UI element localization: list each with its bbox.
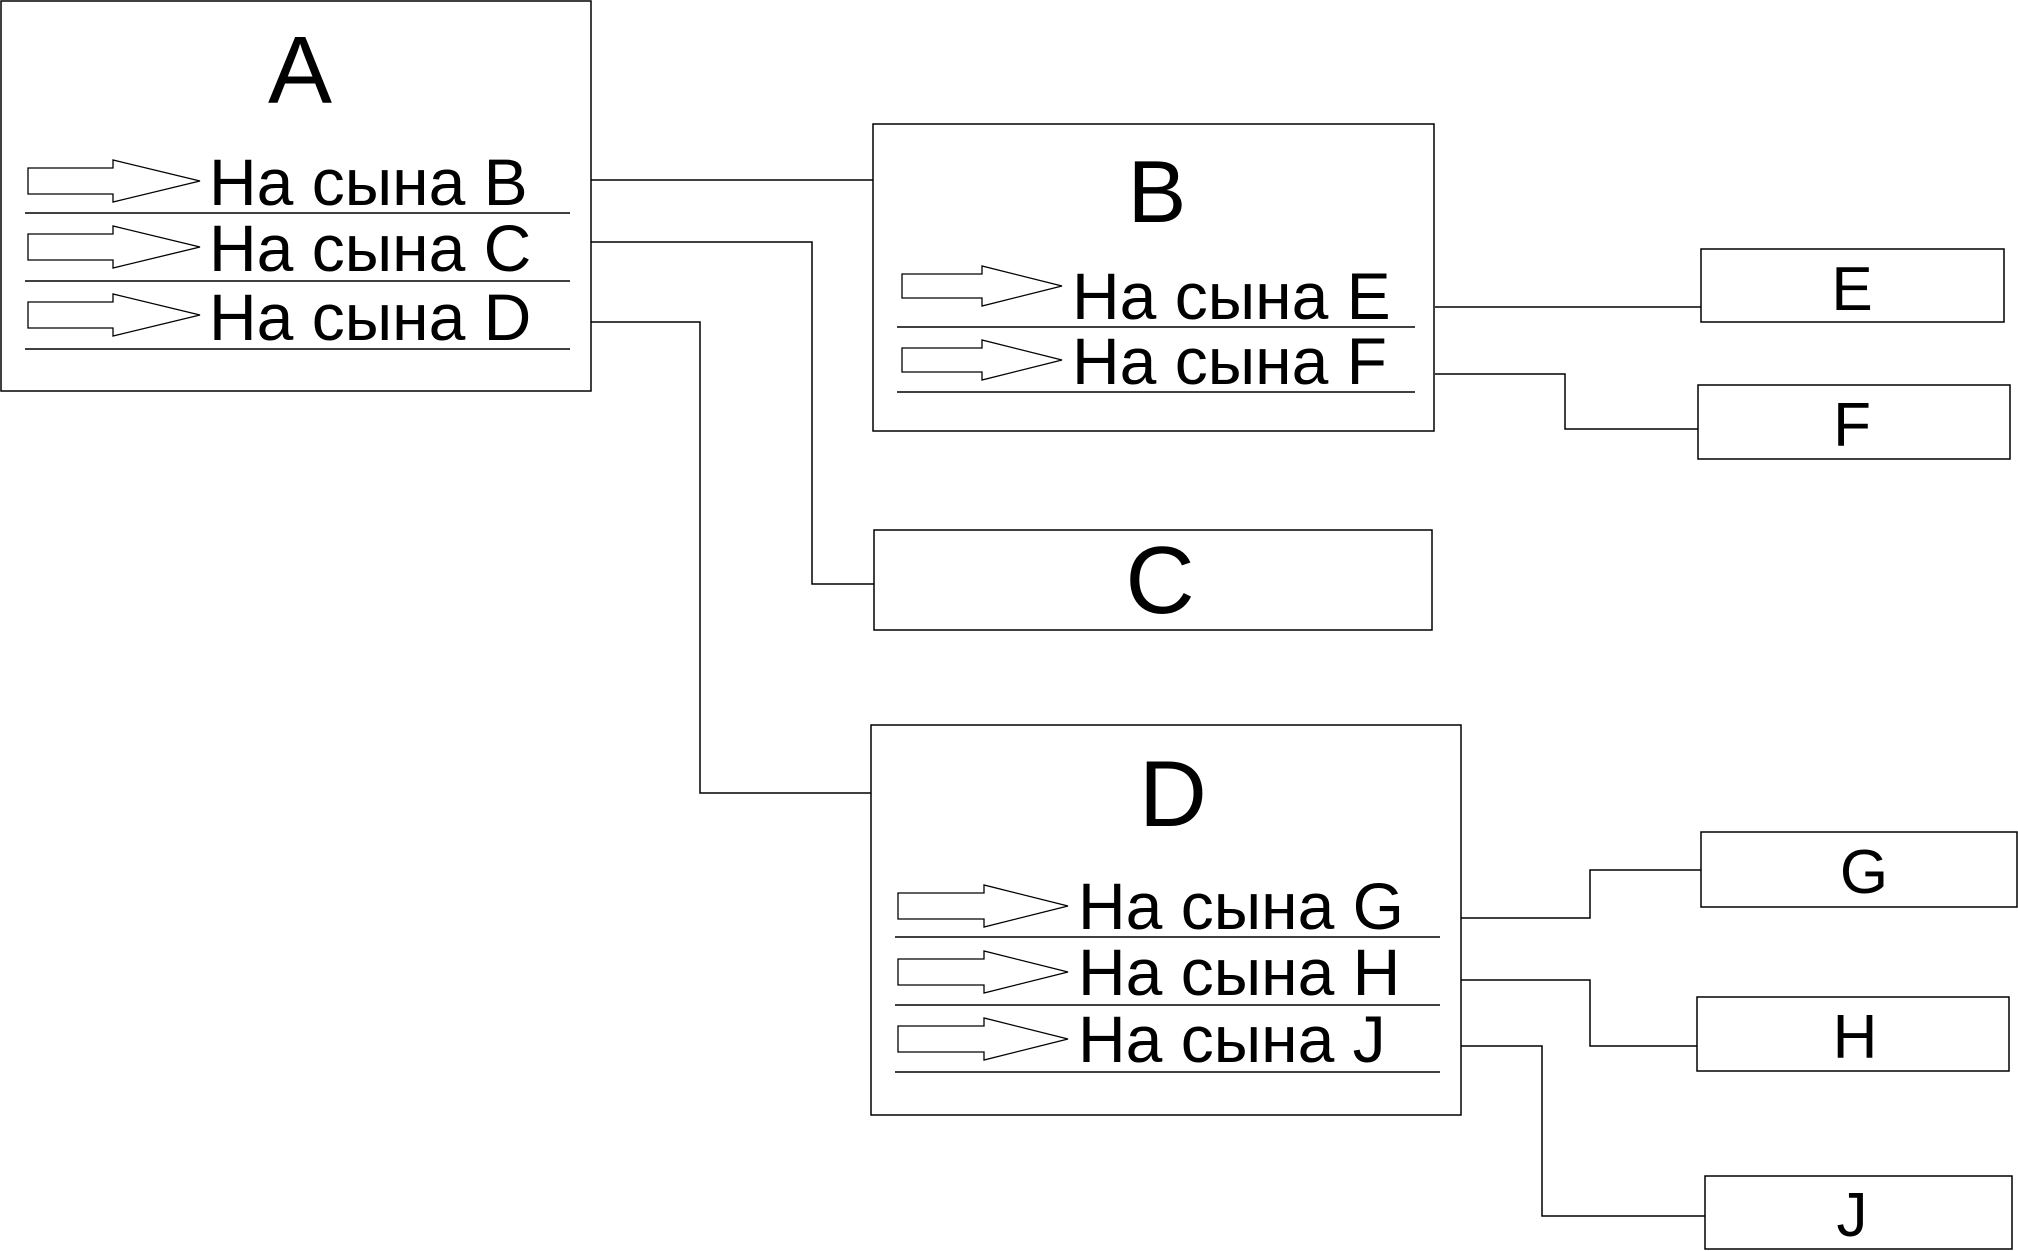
node-j-box — [1704, 1175, 2013, 1250]
pointer-arrow-icon — [27, 293, 201, 337]
node-d-title: D — [1139, 741, 1207, 846]
node-h-box — [1696, 996, 2010, 1072]
node-a: A На сына B На сына C На сына D — [0, 0, 592, 392]
node-c: C — [873, 527, 1433, 634]
node-h-title: H — [1833, 1003, 1878, 1072]
pointer-arrow-icon — [27, 225, 201, 269]
node-g-title: G — [1840, 838, 1888, 907]
node-g: G — [1700, 831, 2018, 908]
pointer-label: На сына G — [1078, 869, 1404, 943]
node-h: H — [1696, 996, 2010, 1072]
node-f: F — [1697, 384, 2011, 460]
connectors — [591, 179, 1705, 1217]
pointer-label: На сына C — [209, 211, 531, 285]
edge-b-f — [1435, 373, 1698, 430]
pointer-arrow-icon — [27, 159, 201, 203]
node-e: E — [1700, 248, 2005, 324]
edge-a-c — [591, 241, 878, 585]
node-j: J — [1704, 1175, 2013, 1250]
pointer-arrow-icon — [901, 265, 1063, 307]
node-c-title: C — [1125, 527, 1194, 634]
node-j-title: J — [1837, 1181, 1868, 1250]
pointer-label: На сына H — [1078, 935, 1400, 1009]
node-e-box — [1700, 248, 2005, 323]
edge-d-j — [1461, 1045, 1705, 1217]
node-b-title: B — [1128, 142, 1187, 241]
pointer-arrow-icon — [897, 1017, 1069, 1061]
edge-d-h — [1461, 979, 1697, 1047]
node-c-box — [873, 529, 1433, 631]
pointer-arrow-icon — [897, 950, 1069, 994]
node-g-box — [1700, 831, 2018, 908]
pointer-label: На сына B — [209, 145, 528, 219]
node-b: B На сына E На сына F — [872, 123, 1435, 432]
node-f-box — [1697, 384, 2011, 460]
node-a-title: A — [268, 17, 332, 124]
edge-d-g — [1461, 869, 1701, 919]
pointer-label: На сына F — [1072, 324, 1387, 398]
pointer-arrow-icon — [897, 884, 1069, 928]
pointer-label: На сына J — [1078, 1002, 1386, 1076]
pointer-arrow-icon — [901, 339, 1063, 381]
node-e-title: E — [1831, 255, 1872, 324]
pointer-label: На сына E — [1072, 259, 1391, 333]
node-f-title: F — [1833, 391, 1871, 460]
edge-a-d — [591, 321, 871, 794]
pointer-label: На сына D — [209, 280, 531, 354]
node-d: D На сына G На сына H На сына J — [870, 724, 1462, 1116]
